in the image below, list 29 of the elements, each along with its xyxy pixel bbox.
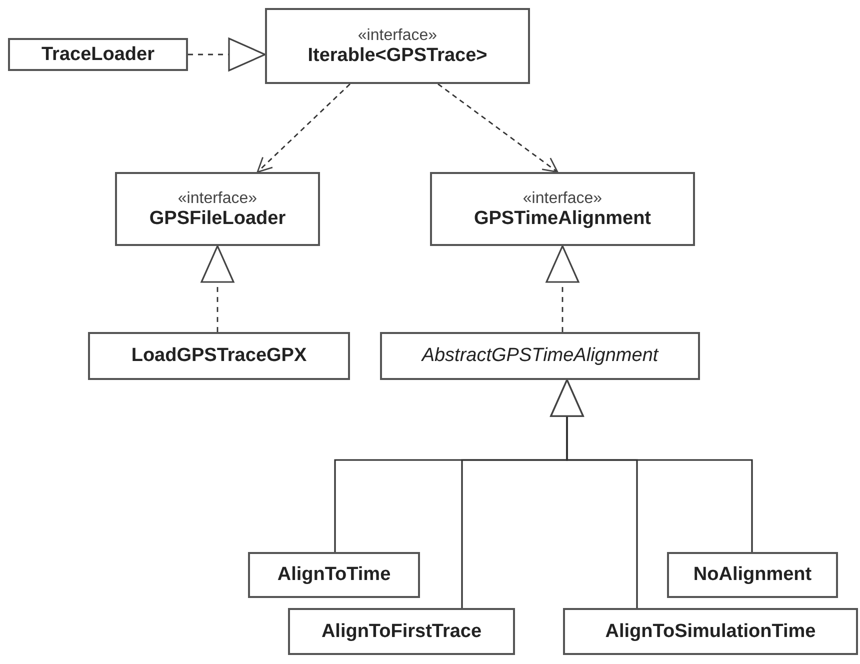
inheritance-arrow [188,38,266,72]
class-box [430,172,695,246]
class-box [265,8,530,84]
class-name: LoadGPSTraceGPX [131,345,307,367]
class-box [380,332,700,380]
inheritance-arrow [546,245,580,332]
class-box [288,608,515,655]
class-name: AlignToSimulationTime [605,620,816,642]
class-name: GPSTimeAlignment [474,208,651,230]
class-box [248,552,420,598]
class-box [88,332,350,380]
class-box [563,608,858,655]
class-box [667,552,838,598]
class-name: TraceLoader [42,44,154,66]
inheritance-arrow [200,245,234,332]
dependency-arrow [256,84,350,173]
class-box [115,172,320,246]
inheritance-arrow [550,379,753,552]
class-box [8,38,188,71]
stereotype-label: «interface» [358,26,438,44]
dependency-arrow [438,83,558,173]
class-name: Iterable<GPSTrace> [308,44,488,66]
class-name: AlignToFirstTrace [321,620,482,642]
class-name: GPSFileLoader [149,208,286,230]
class-name: NoAlignment [693,564,812,586]
class-name: AbstractGPSTimeAlignment [422,345,658,367]
class-name: AlignToTime [277,564,391,586]
stereotype-label: «interface» [178,188,258,208]
stereotype-label: «interface» [522,188,602,208]
